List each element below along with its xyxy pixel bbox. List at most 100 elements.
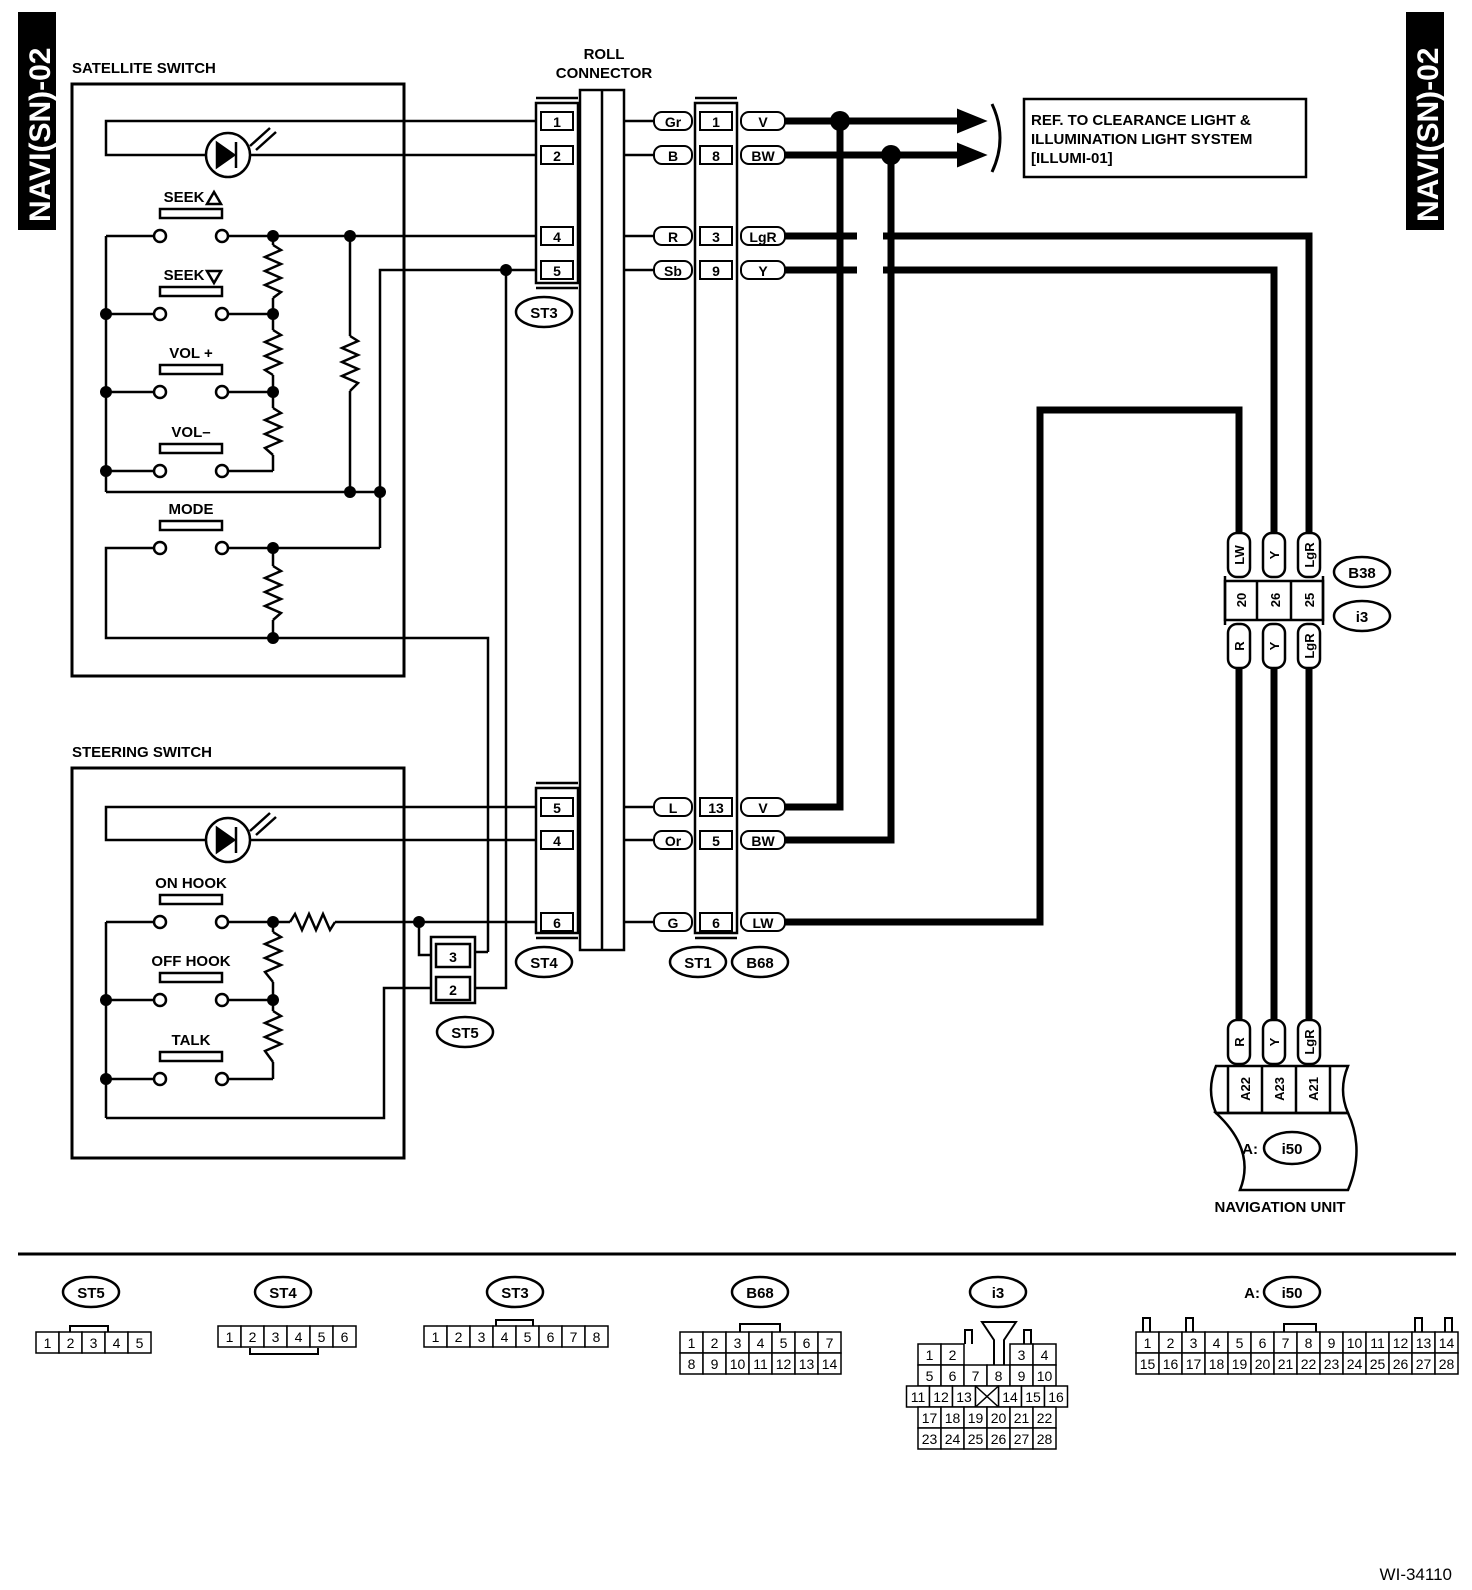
legend-i3-pin-10: 10 bbox=[1037, 1368, 1053, 1384]
harness-wires bbox=[785, 117, 1313, 1022]
legend-i50-pin-13: 13 bbox=[1416, 1335, 1432, 1351]
legend-tag-b68: B68 bbox=[746, 1285, 774, 1302]
wire-breaks bbox=[857, 229, 883, 277]
legend-i50-pin-9: 9 bbox=[1328, 1335, 1336, 1351]
legend-i50-pin-6: 6 bbox=[1259, 1335, 1267, 1351]
legend-i50-pin-11: 11 bbox=[1370, 1335, 1385, 1351]
legend-st3-pin-1: 1 bbox=[432, 1329, 440, 1345]
legend-tag-st3: ST3 bbox=[501, 1285, 529, 1302]
nav-pin-a22: A22 bbox=[1238, 1077, 1253, 1101]
upper-wire-pin-2: 8 bbox=[712, 148, 720, 164]
legend-i50-pin-21: 21 bbox=[1278, 1356, 1294, 1372]
b38-pin-20: 20 bbox=[1234, 593, 1249, 607]
legend-st4-pin-5: 5 bbox=[318, 1329, 326, 1345]
legend-st5-pin-5-cell bbox=[127, 1331, 152, 1354]
legend-i50-pin-7: 7 bbox=[1282, 1335, 1290, 1351]
tag-b68: B68 bbox=[746, 955, 774, 972]
legend-i50-pin-18: 18 bbox=[1209, 1356, 1225, 1372]
tag-i3: i3 bbox=[1356, 609, 1369, 626]
button-label-vol-up: VOL + bbox=[169, 345, 213, 362]
upper-wire-tags bbox=[653, 111, 786, 280]
push-buttons bbox=[152, 207, 230, 1087]
b38-top-color-3: LgR bbox=[1302, 542, 1317, 568]
satellite-led-icon bbox=[204, 127, 277, 179]
lower-wire-pin-3: 6 bbox=[712, 915, 720, 931]
i3-bottom-color-1: R bbox=[1232, 641, 1247, 651]
steering-switch-title: STEERING SWITCH bbox=[72, 744, 212, 761]
legend-i3-pin-21: 21 bbox=[1014, 1410, 1030, 1426]
legend-i3-pin-19: 19 bbox=[968, 1410, 984, 1426]
button-label-vol-down: VOL– bbox=[171, 424, 210, 441]
legend-i3-pin-6: 6 bbox=[949, 1368, 957, 1384]
legend-tag-st4: ST4 bbox=[269, 1285, 297, 1302]
legend-i50-pin-14: 14 bbox=[1439, 1335, 1455, 1351]
legend-tag-st5: ST5 bbox=[77, 1285, 105, 1302]
tag-st5: ST5 bbox=[451, 1025, 479, 1042]
roll-stubs bbox=[624, 119, 654, 924]
resistors bbox=[261, 243, 362, 1063]
button-label-seek-up: SEEK bbox=[164, 189, 205, 206]
legend-i50-pin-27: 27 bbox=[1416, 1356, 1432, 1372]
upper-wire-left-1: Gr bbox=[665, 114, 682, 130]
seek-triangles bbox=[204, 189, 224, 286]
legend-st4-pin-1: 1 bbox=[226, 1329, 234, 1345]
legend-b68-pin-3: 3 bbox=[734, 1335, 742, 1351]
navigation-unit bbox=[1209, 1018, 1358, 1192]
legend-i3-pin-20: 20 bbox=[991, 1410, 1007, 1426]
legend-st5-pin-3: 3 bbox=[90, 1335, 98, 1351]
legend-st3-pin-2: 2 bbox=[455, 1329, 463, 1345]
legend-i3-pin-22: 22 bbox=[1037, 1410, 1053, 1426]
upper-wire-right-2: BW bbox=[751, 148, 775, 164]
legend-i3-pin-5: 5 bbox=[926, 1368, 934, 1384]
legend-i3-pin-2: 2 bbox=[949, 1347, 957, 1363]
legend-i50-pin-17: 17 bbox=[1186, 1356, 1202, 1372]
legend-i50-pin-23: 23 bbox=[1324, 1356, 1340, 1372]
legend-st4-pin-4: 4 bbox=[295, 1329, 303, 1345]
st5-pin-3: 3 bbox=[449, 949, 457, 965]
legend-i3-pin-15: 15 bbox=[1025, 1389, 1041, 1405]
nav-unit-label: NAVIGATION UNIT bbox=[1214, 1199, 1345, 1216]
legend-st4-pin-2: 2 bbox=[249, 1329, 257, 1345]
st3-pin-1: 1 bbox=[553, 114, 561, 130]
legend-b68-pin-2: 2 bbox=[711, 1335, 719, 1351]
legend-i50-pin-4: 4 bbox=[1213, 1335, 1221, 1351]
legend-i3-pin-7: 7 bbox=[972, 1368, 980, 1384]
legend-i3-pin-18: 18 bbox=[945, 1410, 961, 1426]
upper-wire-left-3: R bbox=[668, 229, 678, 245]
lower-wire-pin-1: 13 bbox=[708, 800, 724, 816]
legend-i3-pin-1: 1 bbox=[926, 1347, 934, 1363]
st4-pin-6: 6 bbox=[553, 915, 561, 931]
nav-color-2: Y bbox=[1267, 1037, 1282, 1046]
legend-b68-pin-9: 9 bbox=[711, 1356, 719, 1372]
legend-b68-pin-1: 1 bbox=[688, 1335, 696, 1351]
legend-i3-pin-11: 11 bbox=[911, 1389, 926, 1405]
upper-wire-left-2: B bbox=[668, 148, 678, 164]
nav-color-1: R bbox=[1232, 1037, 1247, 1047]
lower-wire-tags bbox=[653, 797, 786, 932]
b38-i3-connector bbox=[1223, 531, 1325, 670]
upper-wire-right-4: Y bbox=[758, 263, 768, 279]
legend-i3-pin-26: 26 bbox=[991, 1431, 1007, 1447]
legend-b68-pin-12: 12 bbox=[776, 1356, 792, 1372]
lower-wire-left-3: G bbox=[668, 915, 679, 931]
nav-unit-tag: i50 bbox=[1282, 1141, 1303, 1158]
roll-connector bbox=[534, 88, 739, 952]
st4-pins bbox=[540, 797, 574, 932]
switch-circuits bbox=[104, 119, 536, 1120]
legend-b68-pin-6: 6 bbox=[803, 1335, 811, 1351]
legend-i50-pin-8: 8 bbox=[1305, 1335, 1313, 1351]
button-label-talk: TALK bbox=[172, 1032, 211, 1049]
nav-color-3: LgR bbox=[1302, 1029, 1317, 1055]
b38-top-color-2: Y bbox=[1267, 550, 1282, 559]
ref-box-line-3: [ILLUMI-01] bbox=[1031, 150, 1113, 167]
nav-pin-a21: A21 bbox=[1306, 1077, 1321, 1101]
legend-st5-pin-4: 4 bbox=[113, 1335, 121, 1351]
upper-wire-right-3: LgR bbox=[749, 229, 776, 245]
junction-dots bbox=[100, 111, 901, 1085]
legend-i3-pin-9: 9 bbox=[1018, 1368, 1026, 1384]
i3-bottom-color-2: Y bbox=[1267, 641, 1282, 650]
legend-i50-pin-16: 16 bbox=[1163, 1356, 1179, 1372]
legend-st3-pin-4: 4 bbox=[501, 1329, 509, 1345]
button-label-mode: MODE bbox=[169, 501, 214, 518]
